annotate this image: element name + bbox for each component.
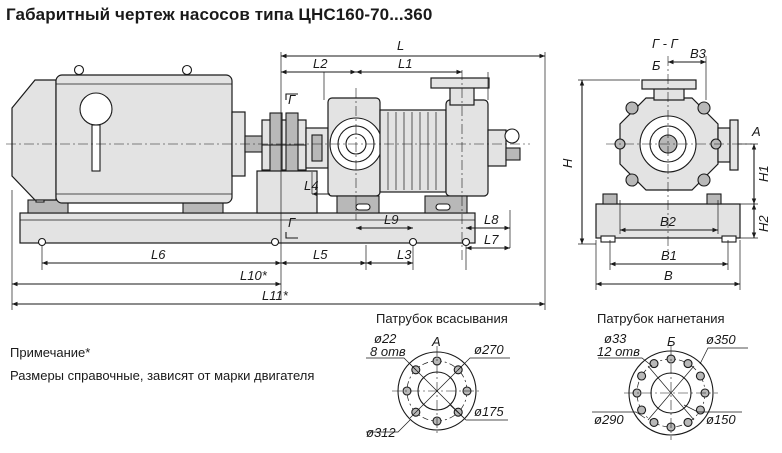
section-label: Г - Г	[652, 36, 679, 51]
side-view: Г Г L L2 L1 L4 L9 L8 L7	[6, 38, 546, 310]
discharge-outer-dia: ø350	[706, 332, 736, 347]
suction-flange-view: Патрубок всасывания А ø22 8 отв ø270 ø17…	[366, 311, 510, 440]
suction-view-letter: А	[431, 334, 441, 349]
dim-L10: L10*	[240, 268, 268, 283]
dim-L9: L9	[384, 212, 398, 227]
section-mark-top: Г	[288, 92, 296, 107]
dim-L1: L1	[398, 56, 412, 71]
discharge-bolt-circle: ø290	[594, 412, 624, 427]
dim-L: L	[397, 38, 404, 53]
dim-L5: L5	[313, 247, 328, 262]
dim-H1: H1	[756, 165, 771, 182]
discharge-hole-count: 12 отв	[597, 344, 640, 359]
dim-L6: L6	[151, 247, 166, 262]
motor-terminal-box	[79, 92, 113, 126]
discharge-flange-view: Патрубок нагнетания Б ø33 12 отв ø350	[592, 311, 748, 440]
notes-block: Примечание* Размеры справочные, зависят …	[10, 341, 314, 387]
dim-H2: H2	[756, 215, 771, 232]
discharge-caption: Патрубок нагнетания	[597, 311, 725, 326]
discharge-view-letter: Б	[667, 334, 676, 349]
section-mark-bottom: Г	[288, 215, 296, 230]
discharge-flange	[430, 77, 490, 89]
note-heading: Примечание*	[10, 345, 91, 360]
suction-caption: Патрубок всасывания	[376, 311, 508, 326]
base-bolt-holes	[37, 237, 471, 247]
dim-L8: L8	[484, 212, 499, 227]
dim-H: H	[560, 158, 575, 168]
discharge-inner-dia: ø150	[706, 412, 736, 427]
suction-bolt-circle: ø270	[474, 342, 504, 357]
dim-B1: B1	[661, 248, 677, 263]
note-text: Размеры справочные, зависят от марки дви…	[10, 368, 315, 383]
coupling	[261, 112, 307, 178]
suction-inner-dia: ø175	[474, 404, 504, 419]
suction-outer-dia: ø312	[366, 425, 396, 440]
label-a: А	[751, 124, 761, 139]
dim-L7: L7	[484, 232, 499, 247]
suction-hole-dia: ø22	[374, 331, 397, 346]
dim-L2: L2	[313, 56, 328, 71]
discharge-bolt-holes	[632, 354, 710, 432]
dim-L11: L11*	[262, 288, 289, 303]
front-view: Г - Г Б А	[560, 36, 771, 290]
discharge-hole-dia: ø33	[604, 331, 627, 346]
label-b: Б	[652, 58, 661, 73]
dim-B3: B3	[690, 46, 707, 61]
page-title: Габаритный чертеж насосов типа ЦНС160-70…	[6, 5, 433, 24]
dim-B: B	[664, 268, 673, 283]
suction-hole-count: 8 отв	[370, 344, 406, 359]
dim-L4: L4	[304, 178, 318, 193]
motor-fan-cover	[11, 79, 57, 201]
dim-B2: B2	[660, 214, 677, 229]
pump-stages	[379, 109, 447, 193]
discharge-casing	[445, 99, 489, 197]
motor-body	[55, 74, 233, 204]
dim-L3: L3	[397, 247, 412, 262]
